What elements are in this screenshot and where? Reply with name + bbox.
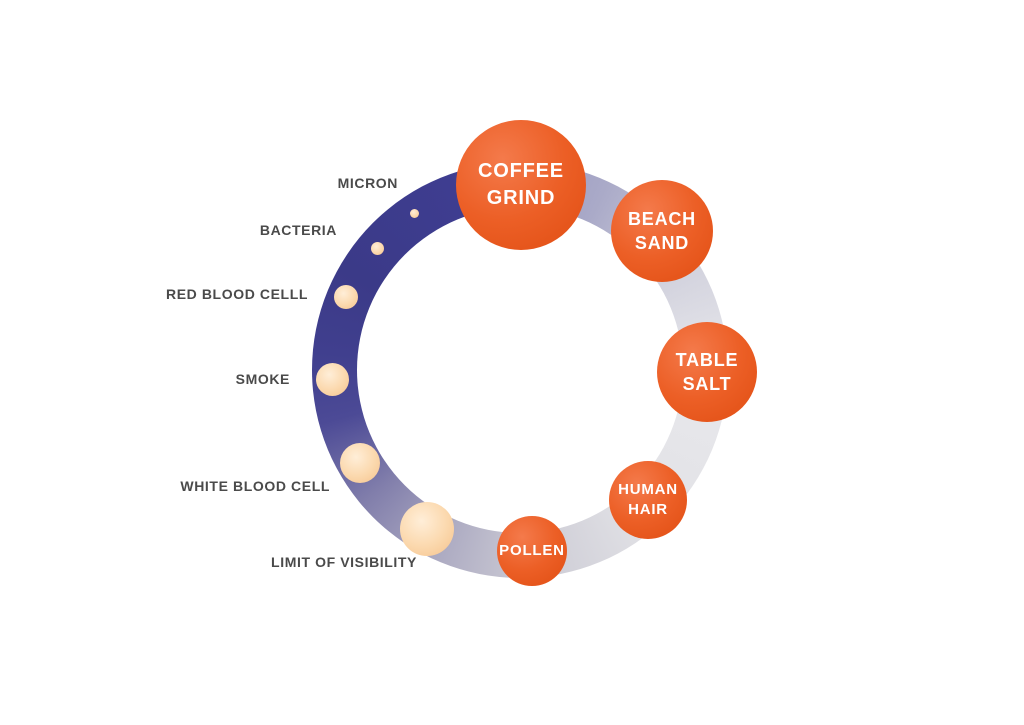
scale-label-micron: MICRON (337, 175, 398, 191)
particle-label-line: POLLEN (499, 541, 565, 559)
scale-label-limit-of-visibility: LIMIT OF VISIBILITY (271, 554, 417, 570)
scale-dot-white-blood-cell (340, 443, 380, 483)
particle-beach-sand: BEACH SAND (611, 180, 713, 282)
particle-label-line: HUMAN (618, 480, 678, 498)
scale-label-white-blood-cell: WHITE BLOOD CELL (180, 478, 330, 494)
scale-dot-micron (409, 208, 419, 218)
scale-label-smoke: SMOKE (235, 371, 290, 387)
scale-dot-red-blood-cell (334, 285, 358, 309)
particle-label-line: GRIND (486, 187, 556, 209)
scale-label-red-blood-cell: RED BLOOD CELLL (166, 286, 308, 302)
particle-pollen: POLLEN (497, 516, 567, 586)
particle-label-line: BEACH (627, 208, 696, 229)
scale-dot-smoke (315, 362, 349, 396)
particle-label-line: HAIR (628, 501, 668, 518)
particle-label-line: COFFEE (478, 160, 564, 182)
scale-label-bacteria: BACTERIA (259, 222, 337, 238)
particle-label-line: SAND (634, 233, 690, 253)
scale-dot-limit-of-visibility (400, 502, 454, 556)
particle-human-hair: HUMAN HAIR (609, 461, 687, 539)
particle-label-line: TABLE (675, 349, 739, 370)
particle-table-salt: TABLE SALT (657, 322, 757, 422)
scale-dot-bacteria (370, 241, 384, 255)
particle-coffee-grind: COFFEE GRIND (456, 120, 586, 250)
particle-label-line: SALT (682, 374, 732, 394)
